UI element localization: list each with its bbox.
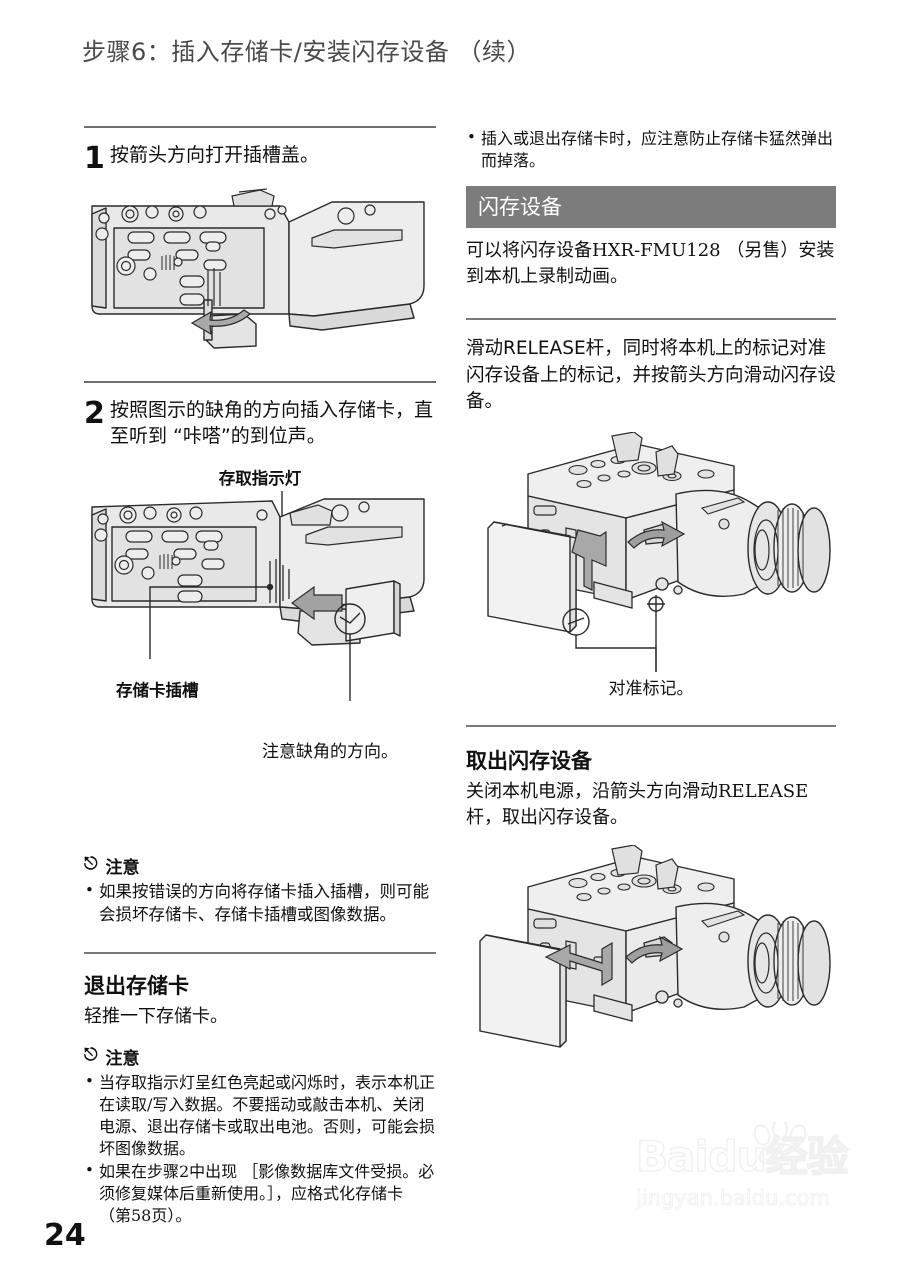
right-top-list: 插入或退出存储卡时，应注意防止存储卡猛然弹出而掉落。 (466, 127, 836, 172)
remove-flash-unit-body: 关闭本机电源，沿箭头方向滑动RELEASE杆，取出闪存设备。 (466, 781, 809, 829)
left-column: 1 按箭头方向打开插槽盖。 (84, 126, 436, 1229)
paw-print-icon (753, 1122, 807, 1166)
list-item: 当存取指示灯呈红色亮起或闪烁时，表示本机正在读取/写入数据。不要摇动或敲击本机、… (84, 1071, 436, 1159)
list-item: 插入或退出存储卡时，应注意防止存储卡猛然弹出而掉落。 (466, 127, 836, 172)
note-2-list: 当存取指示灯呈红色亮起或闪烁时，表示本机正在读取/写入数据。不要摇动或敲击本机、… (84, 1071, 436, 1226)
figure-open-slot-cover (84, 188, 436, 363)
divider-above-eject (84, 952, 436, 955)
flash-unit-intro: 可以将闪存设备HXR-FMU128 （另售）安装到本机上录制动画。 (466, 239, 835, 287)
note-2-header: ⎋ 注意 (84, 1044, 436, 1070)
figure-remove-flash-unit (466, 845, 836, 1075)
figure-insert-card: 存取指示灯 (84, 465, 436, 762)
list-item: 如果按错误的方向将存储卡插入插槽，则可能会损坏存储卡、存储卡插槽或图像数据。 (84, 880, 436, 926)
eject-card-body: 轻推一下存储卡。 (84, 1006, 228, 1028)
watermark-brand: Baidu经验 (635, 1132, 849, 1181)
divider-above-step2 (84, 381, 436, 383)
step-2: 2 按照图示的缺角的方向插入存储卡，直至听到 “咔嗒”的到位声。 (84, 397, 436, 449)
label-access-lamp: 存取指示灯 (218, 469, 302, 489)
divider-above-attach (466, 317, 836, 320)
step-1-number: 1 (84, 141, 105, 176)
camera-slot-cover-illustration (91, 188, 425, 349)
step-2-text: 按照图示的缺角的方向插入存储卡，直至听到 “咔嗒”的到位声。 (110, 399, 434, 448)
note-flash-icon: ⎋ (84, 854, 98, 875)
figure-attach-flash-unit: 对准标记。 (466, 432, 836, 699)
remove-flash-unit-heading: 取出闪存设备 (466, 749, 592, 774)
label-notch-direction: 注意缺角的方向。 (262, 742, 398, 763)
step-2-number: 2 (84, 396, 105, 431)
note-flash-icon: ⎋ (84, 1045, 98, 1066)
step-1: 1 按箭头方向打开插槽盖。 (84, 142, 436, 174)
section-bar-flash-unit: 闪存设备 (466, 185, 836, 228)
note-1-list: 如果按错误的方向将存储卡插入插槽，则可能会损坏存储卡、存储卡插槽或图像数据。 (84, 880, 436, 926)
camcorder-remove-illustration (479, 845, 831, 1049)
watermark-url: jingyan.baidu.com (635, 1185, 830, 1210)
note-2-title: 注意 (105, 1049, 140, 1070)
note-block-1: ⎋ 注意 如果按错误的方向将存储卡插入插槽，则可能会损坏存储卡、存储卡插槽或图像… (84, 853, 436, 926)
attach-instruction: 滑动RELEASE杆，同时将本机上的标记对准闪存设备上的标记，并按箭头方向滑动闪… (466, 337, 837, 413)
eject-card-heading: 退出存储卡 (84, 974, 189, 999)
note-1-header: ⎋ 注意 (84, 853, 436, 879)
divider-above-remove (466, 725, 836, 728)
page-number: 24 (44, 1218, 86, 1253)
label-card-slot: 存储卡插槽 (116, 681, 199, 701)
step-1-text: 按箭头方向打开插槽盖。 (110, 144, 320, 166)
list-item: 如果在步骤2中出现 ［影像数据库文件受损。必须修复媒体后重新使用。］，应格式化存… (84, 1160, 436, 1226)
camcorder-attach-illustration (487, 432, 831, 673)
note-block-2: ⎋ 注意 当存取指示灯呈红色亮起或闪烁时，表示本机正在读取/写入数据。不要摇动或… (84, 1044, 436, 1226)
camera-card-slot-illustration (91, 491, 425, 702)
label-align-mark: 对准标记。 (608, 679, 694, 700)
note-1-title: 注意 (105, 858, 140, 879)
watermark: Baidu经验 jingyan.baidu.com (635, 1122, 886, 1240)
right-column: 插入或退出存储卡时，应注意防止存储卡猛然弹出而掉落。 闪存设备 可以将闪存设备H… (466, 126, 836, 1075)
divider-above-step1 (84, 126, 436, 128)
page-title: 步骤6：插入存储卡/安装闪存设备 （续） (82, 38, 531, 66)
